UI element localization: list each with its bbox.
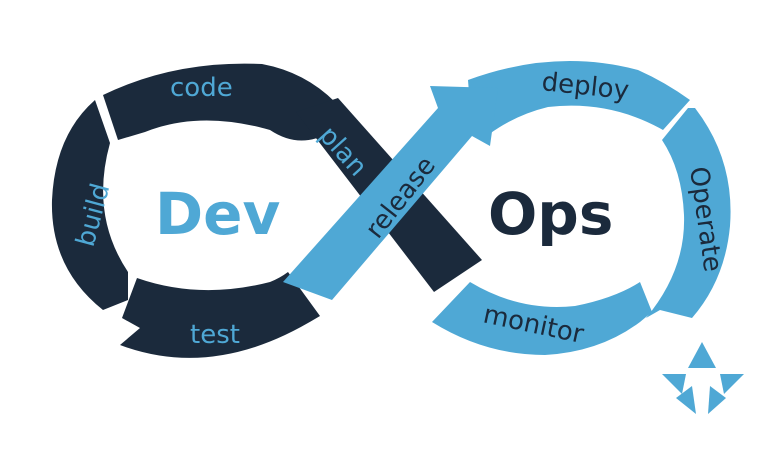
ops-center-label: Ops <box>488 180 613 248</box>
ops-segment-release <box>283 86 498 300</box>
ops-segment-monitor <box>432 282 652 355</box>
dev-loop <box>51 63 482 358</box>
ops-segment-operate <box>646 108 731 318</box>
dev-segment-build <box>51 100 128 310</box>
ops-segment-deploy <box>468 61 690 136</box>
stage-label-test: test <box>190 320 240 350</box>
dev-segment-code <box>103 63 335 141</box>
ops-loop <box>283 61 731 355</box>
star-icon <box>662 342 744 414</box>
dev-segment-test <box>120 272 320 358</box>
dev-center-label: Dev <box>155 180 280 248</box>
stage-label-code: code <box>170 73 233 103</box>
